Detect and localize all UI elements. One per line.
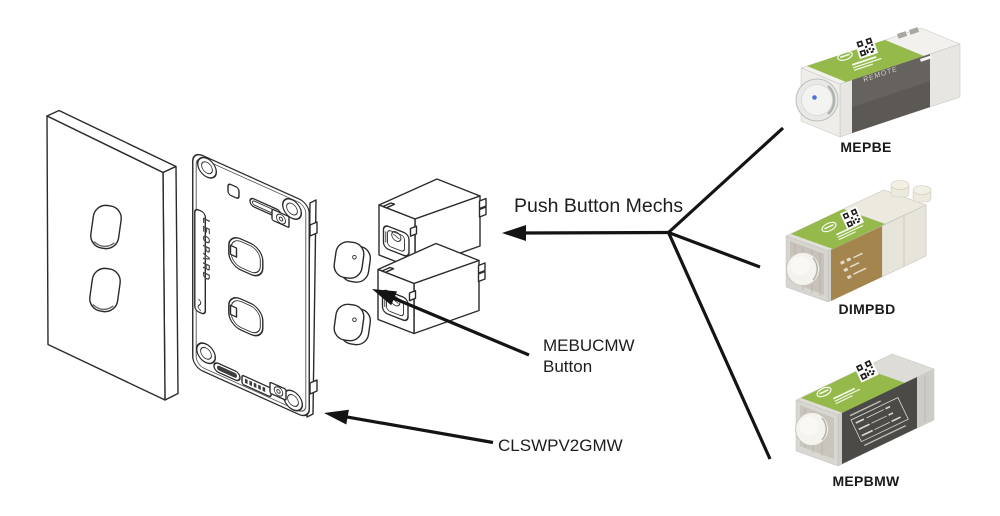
mepbmw-caption: MEPBMW — [832, 473, 900, 489]
mepbe-led — [812, 95, 817, 100]
product-mepbmw: MEPBMW — [795, 353, 935, 489]
mepbe-knob — [795, 78, 839, 122]
brand-text: LEOPARD — [200, 216, 210, 284]
dimpbd-terminal-cylinders — [890, 180, 932, 203]
mech-aperture-bottom — [228, 297, 264, 337]
dimpbd-button — [786, 252, 820, 286]
mech-aperture-top — [228, 237, 264, 277]
brand-strip: LEOPARD — [194, 208, 210, 315]
leopard-logo-mark — [197, 298, 202, 312]
mepbmw-green-label — [801, 368, 905, 413]
mepbmw-button — [795, 412, 829, 446]
grid-plate-drawing: LEOPARD — [192, 153, 318, 418]
clswpv2gmw-label: CLSWPV2GMW — [498, 436, 623, 455]
push-button-mechs-label: Push Button Mechs — [514, 195, 683, 217]
mebucmw-label-line2: Button — [543, 357, 592, 376]
cover-plate-hole-bottom — [89, 267, 121, 313]
mepbmw-wiring-table — [849, 396, 909, 447]
callouts: Push Button Mechs MEBUCMW Button CLSWPV2… — [324, 126, 785, 460]
mepbe-caption: MEPBE — [840, 139, 891, 155]
mepbe-band-dash — [920, 55, 933, 62]
arrowhead-mebucmw — [372, 289, 397, 306]
product-dimpbd: DIMPBD — [785, 180, 932, 317]
mepbe-band-shade — [852, 81, 930, 133]
cover-plate-hole-top — [90, 204, 122, 250]
arrowhead-left — [502, 225, 526, 241]
mech-drawings — [377, 178, 487, 335]
dimpbd-caption: DIMPBD — [838, 301, 895, 317]
cover-plate-drawing — [46, 109, 179, 401]
arrowhead-clswpv2gmw — [324, 409, 349, 425]
product-mepbe: REMOTE MEPBE — [795, 27, 961, 155]
dimpbd-icon-rows — [840, 252, 867, 280]
mebucmw-label-line1: MEBUCMW — [543, 336, 635, 355]
tiny-part-code — [245, 378, 266, 392]
